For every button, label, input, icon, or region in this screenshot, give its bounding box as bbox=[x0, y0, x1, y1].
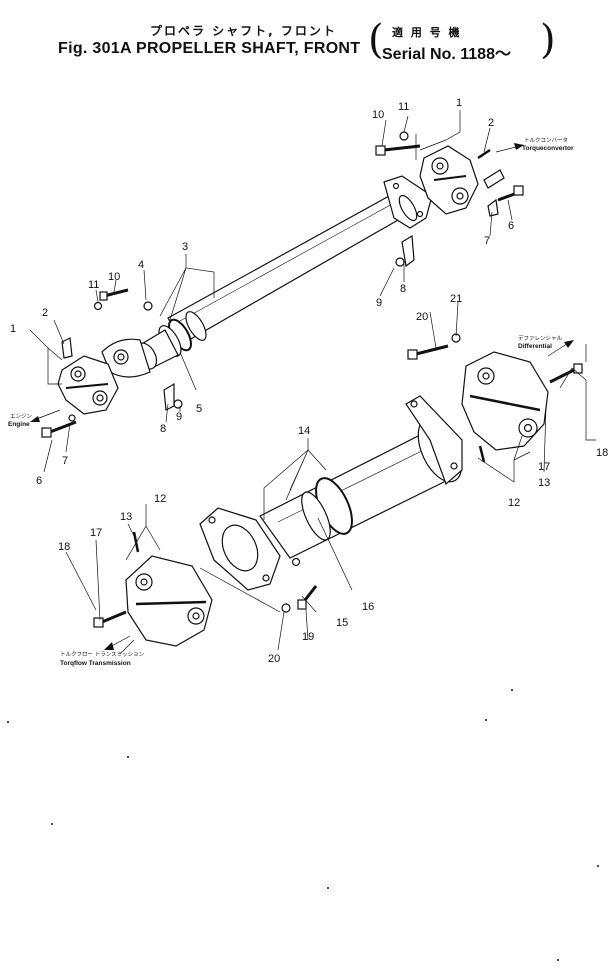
torque-label-jp: トルクコンバータ bbox=[524, 136, 568, 144]
callout-8-upper-right: 8 bbox=[400, 283, 406, 295]
callout-13-right: 13 bbox=[538, 477, 550, 489]
title-english: Fig. 301A PROPELLER SHAFT, FRONT bbox=[58, 40, 361, 57]
serial-bracket-left: ( bbox=[368, 17, 384, 63]
callout-10-upper-left: 10 bbox=[108, 271, 120, 283]
transmission-label-jp: トルクフロー トランスミッション bbox=[60, 651, 145, 658]
callout-11-upper-right: 11 bbox=[398, 101, 409, 113]
callout-15: 15 bbox=[336, 617, 348, 629]
lower-left-universal-joint bbox=[125, 555, 213, 647]
callout-numbers: 1 2 10 11 7 6 8 9 3 4 10 11 2 1 5 8 9 6 … bbox=[10, 97, 608, 665]
callout-5: 5 bbox=[196, 403, 202, 415]
upper-right-universal-joint bbox=[419, 145, 505, 215]
callout-10-upper-right: 10 bbox=[372, 109, 384, 121]
callout-1-upper-left: 1 bbox=[10, 323, 16, 335]
transmission-label-en: Torqflow Transmission bbox=[60, 660, 131, 667]
callout-16: 16 bbox=[362, 601, 374, 613]
callout-2-upper-right: 2 bbox=[488, 117, 494, 129]
callout-11-upper-left: 11 bbox=[88, 279, 99, 291]
callout-19: 19 bbox=[302, 631, 314, 643]
callout-13-left: 13 bbox=[120, 511, 132, 523]
callout-1-upper-right: 1 bbox=[456, 97, 462, 109]
callout-6-upper-left: 6 bbox=[36, 475, 42, 487]
callout-14: 14 bbox=[298, 425, 310, 437]
callout-4: 4 bbox=[138, 259, 144, 271]
lower-right-universal-joint bbox=[461, 351, 583, 451]
serial-bracket-right: ) bbox=[540, 17, 556, 63]
callout-20-lower: 20 bbox=[268, 653, 280, 665]
callout-3: 3 bbox=[182, 241, 188, 253]
upper-propeller-shaft bbox=[101, 175, 433, 378]
upper-bolts bbox=[41, 131, 524, 438]
serial-label-japanese: 適 用 号 機 bbox=[392, 26, 462, 39]
callout-12-left: 12 bbox=[154, 493, 166, 505]
callout-2-upper-left: 2 bbox=[42, 307, 48, 319]
callout-12-right: 12 bbox=[508, 497, 520, 509]
callout-18-right: 18 bbox=[596, 447, 608, 459]
direction-labels: トルクコンバータ Torqueconvertor エンジン Engine デファ… bbox=[8, 136, 574, 667]
upper-left-universal-joint bbox=[57, 355, 119, 415]
differential-label-jp: デファレンシャル bbox=[518, 334, 563, 342]
callout-9-upper-left: 9 bbox=[176, 411, 182, 423]
serial-number: Serial No. 1188～ bbox=[382, 46, 511, 63]
callout-6-upper-right: 6 bbox=[508, 220, 514, 232]
arrow-heads bbox=[30, 143, 574, 650]
title-japanese: プロペラ シャフト, フロント bbox=[150, 24, 337, 38]
callout-7-upper-left: 7 bbox=[62, 455, 68, 467]
callout-17-right: 17 bbox=[538, 461, 550, 473]
callout-18-left: 18 bbox=[58, 541, 70, 553]
lower-propeller-shaft bbox=[199, 395, 463, 591]
callout-9-upper-right: 9 bbox=[376, 297, 382, 309]
scan-specks bbox=[7, 689, 599, 961]
callout-8-upper-left: 8 bbox=[160, 423, 166, 435]
callout-7-upper-right: 7 bbox=[484, 235, 490, 247]
differential-label-en: Differential bbox=[518, 343, 552, 350]
engine-label-jp: エンジン bbox=[10, 413, 33, 420]
callout-21: 21 bbox=[450, 293, 462, 305]
engine-label-en: Engine bbox=[8, 421, 30, 428]
torque-label-en: Torqueconvertor bbox=[522, 145, 574, 152]
callout-20-upper: 20 bbox=[416, 311, 428, 323]
callout-17-left: 17 bbox=[90, 527, 102, 539]
